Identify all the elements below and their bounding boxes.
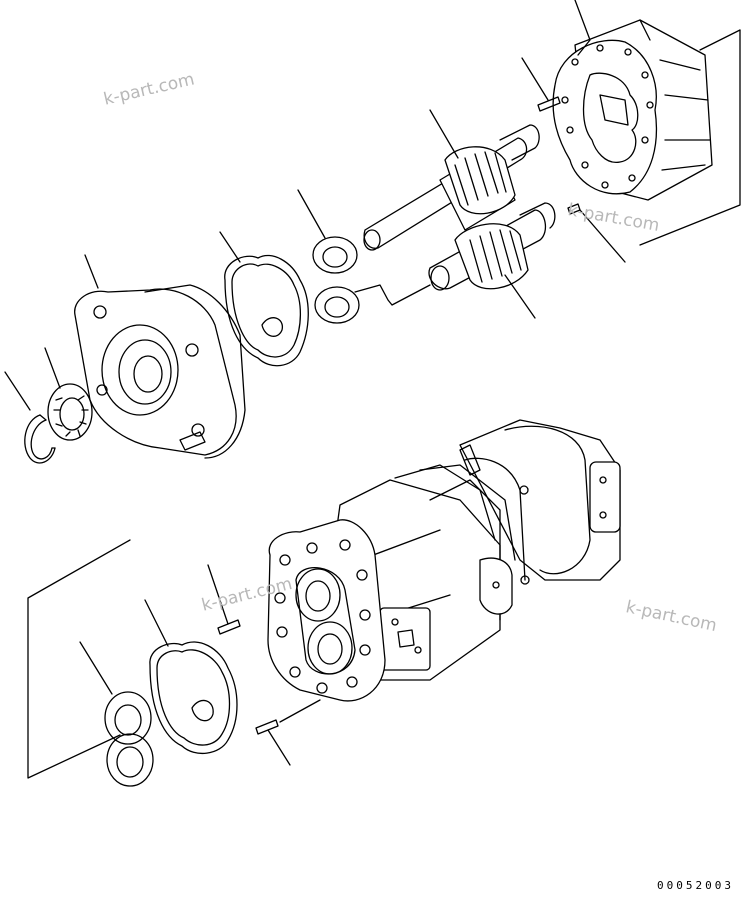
pump-body-part xyxy=(552,19,713,201)
flange-cover-part xyxy=(74,254,246,459)
rear-pump-section-part xyxy=(459,419,621,585)
snap-ring-part xyxy=(4,371,56,464)
oil-seal-part xyxy=(44,347,93,441)
dowel-pin-part xyxy=(207,564,321,766)
dowel-pin-part xyxy=(521,57,561,112)
front-cover-part xyxy=(267,519,386,702)
bushing-ring-part xyxy=(297,189,431,324)
bushing-ring-part xyxy=(79,641,154,787)
gasket-seal-part xyxy=(144,599,238,754)
figure-code: 00052003 xyxy=(657,879,734,892)
driven-gear-shaft-part xyxy=(428,202,556,319)
drive-gear-shaft-part xyxy=(363,109,540,251)
gasket-seal-part xyxy=(219,231,309,367)
